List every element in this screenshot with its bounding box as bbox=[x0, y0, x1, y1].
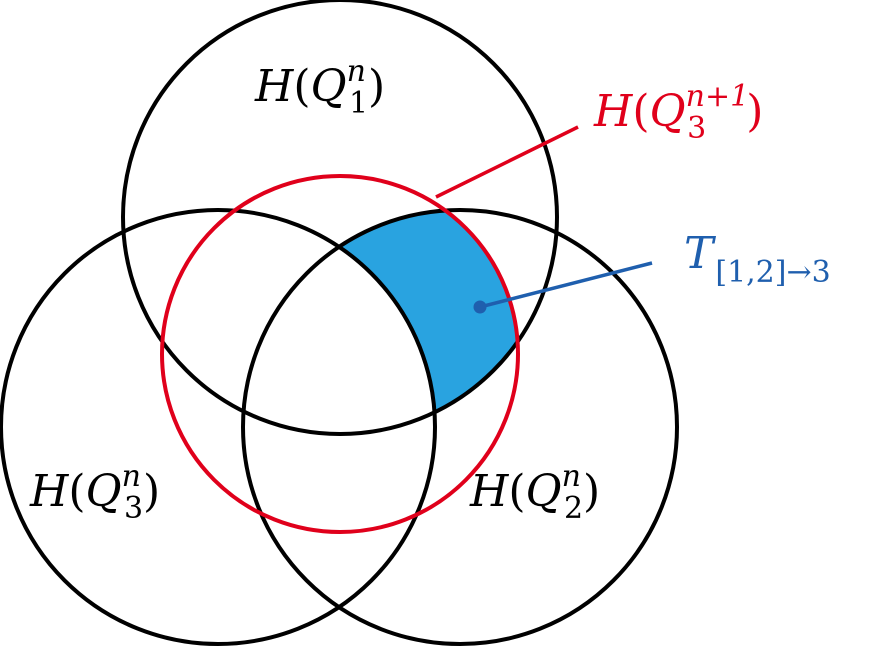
region-dot bbox=[473, 300, 487, 314]
circle-q2 bbox=[241, 208, 679, 646]
label-region: T[1,2]→3 bbox=[684, 228, 831, 290]
circle-q1 bbox=[121, 0, 559, 436]
circle-q3-next bbox=[160, 174, 520, 534]
region-leader-line bbox=[479, 261, 653, 309]
circle-q3 bbox=[0, 208, 437, 646]
red-leader-line bbox=[435, 125, 579, 199]
